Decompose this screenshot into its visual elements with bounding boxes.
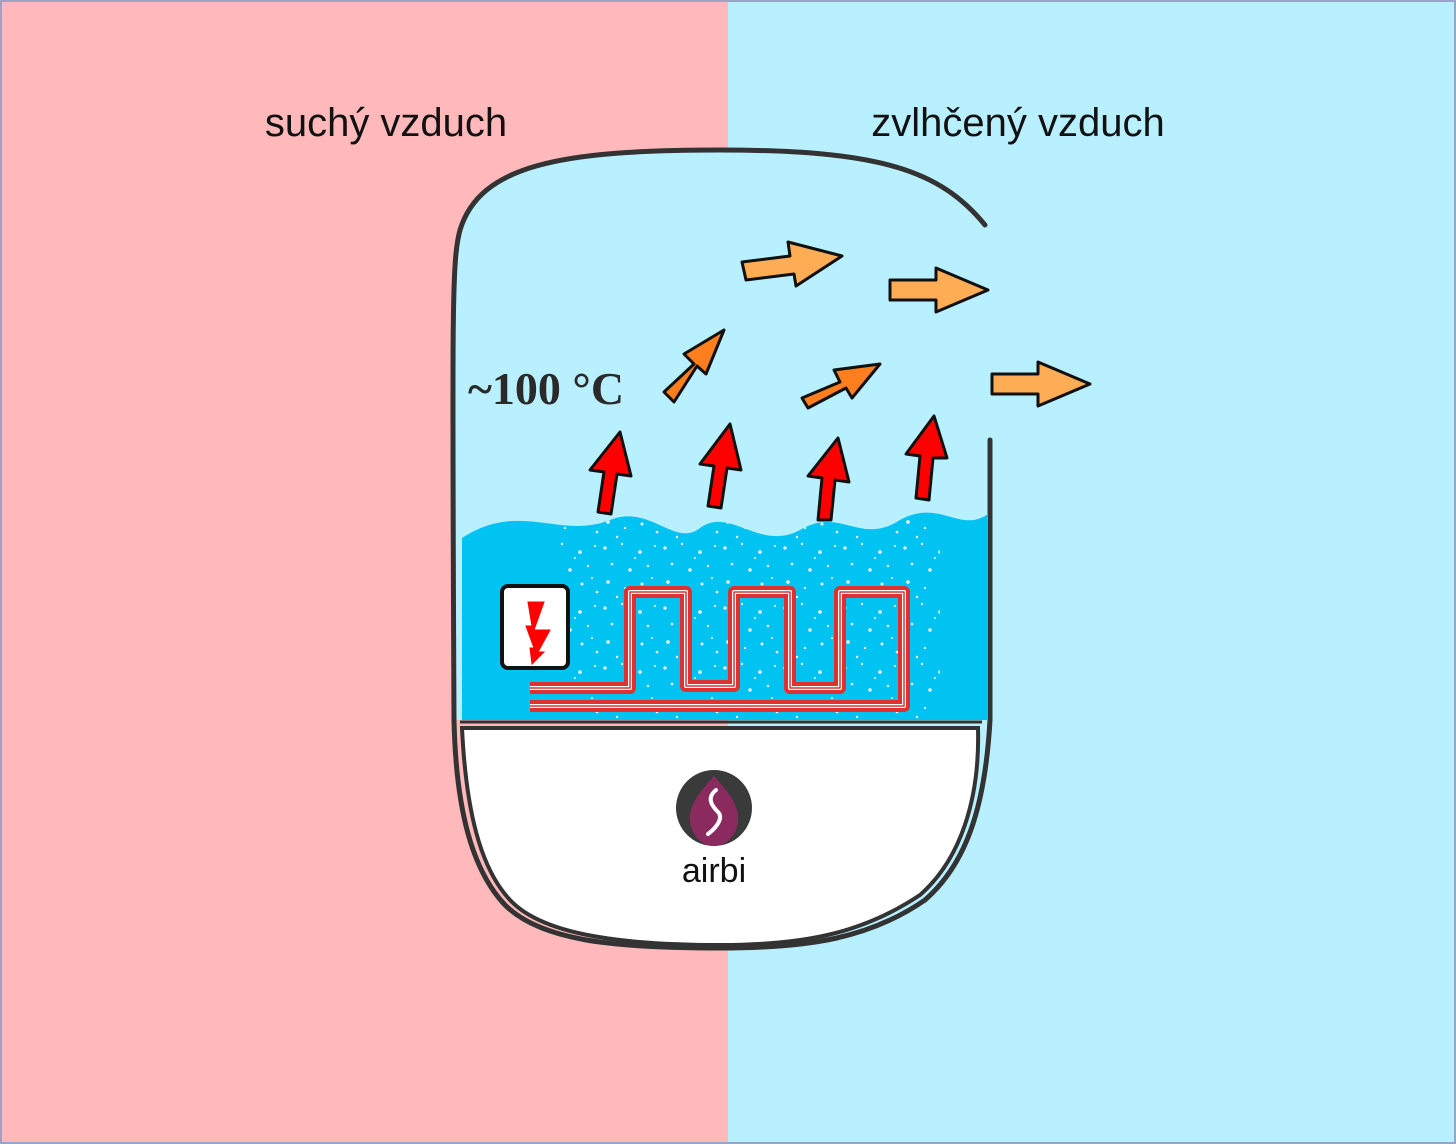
steam-arrow xyxy=(662,328,726,404)
heat-arrow xyxy=(904,414,949,502)
steam-arrows xyxy=(662,240,1092,410)
dry-air-label: suchý vzduch xyxy=(265,101,507,145)
steam-arrow xyxy=(800,362,882,410)
temperature-label: ~100 °C xyxy=(468,363,624,414)
boiling-water xyxy=(462,512,988,720)
heat-arrow xyxy=(806,436,851,522)
airbi-logo: airbi xyxy=(676,770,752,890)
heat-arrows xyxy=(588,414,949,522)
heating-coil-inner xyxy=(530,591,905,707)
brand-name: airbi xyxy=(682,852,746,890)
flame-logo-shape xyxy=(689,776,739,846)
humid-air-label: zvlhčený vzduch xyxy=(871,101,1164,145)
heat-arrow xyxy=(698,422,743,510)
lightning-icon xyxy=(525,601,551,666)
smoke-swirl xyxy=(706,788,723,836)
tank-outline-bottom xyxy=(451,717,993,951)
tank-outline-top xyxy=(450,147,988,723)
heat-arrow xyxy=(588,430,633,516)
heating-coil xyxy=(530,586,910,712)
steam-arrow xyxy=(888,266,990,314)
power-symbol xyxy=(500,584,570,670)
steam-arrow xyxy=(740,240,844,288)
steam-arrow xyxy=(990,360,1092,408)
